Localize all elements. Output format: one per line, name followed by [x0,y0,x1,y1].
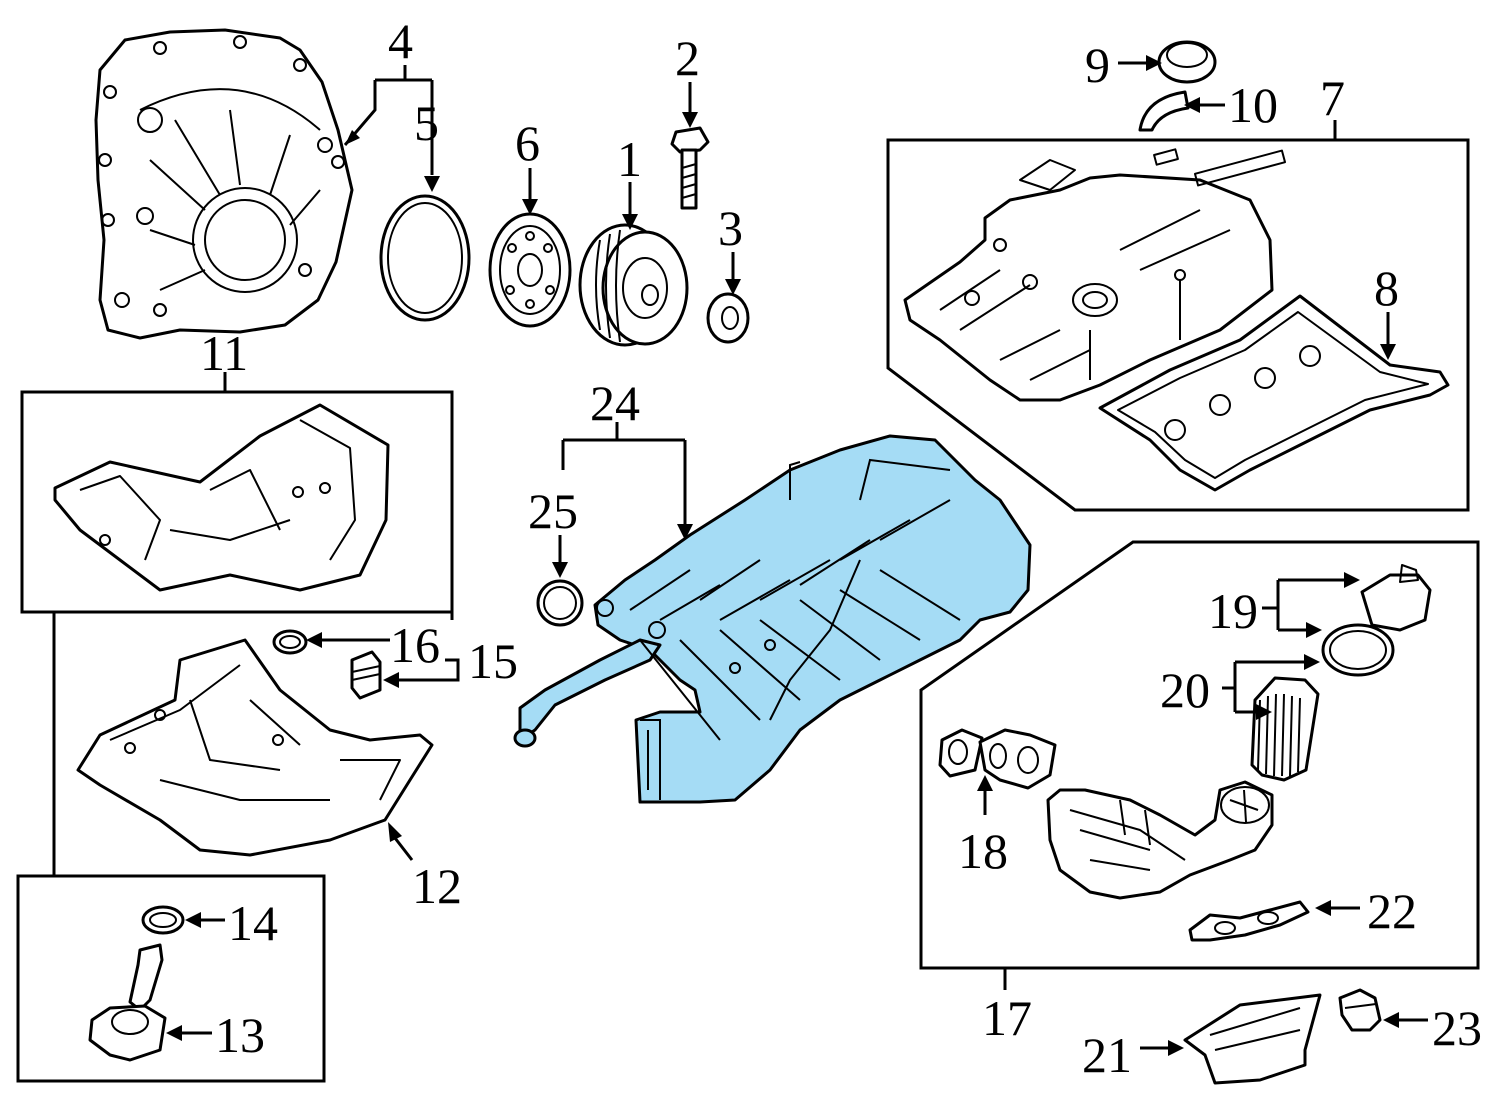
callout-17: 17 [982,990,1032,1046]
seal-icon-22 [1188,900,1310,942]
pulley-icon [578,223,689,347]
callout-9: 9 [1085,37,1110,93]
washer-icon [706,292,750,344]
valve-cover-icon [903,148,1287,402]
group-box-17 [919,540,1480,970]
callout-2: 2 [675,30,700,86]
oil-pan-icon-upper [53,403,390,592]
callout-14: 14 [228,895,278,951]
filter-housing-icon [1046,780,1274,900]
callout-11: 11 [200,325,248,381]
cap-icon [1157,40,1217,84]
seal-icon [1138,90,1190,132]
group-box-7 [886,138,1470,512]
group-box-11 [20,390,454,614]
oil-filter-icon [1250,676,1320,782]
washer-icon-16 [272,629,308,655]
callout-20: 20 [1160,662,1210,718]
intake-manifold-icon [513,434,1032,804]
bolt-icon [670,126,710,210]
callout-15: 15 [468,633,518,689]
callout-25: 25 [528,483,578,539]
switch-icon [1338,988,1382,1032]
drain-plug-icon [350,650,382,700]
callout-10: 10 [1228,77,1278,133]
o-ring-icon-14 [141,905,185,935]
callout-13: 13 [215,1007,265,1063]
seal-ring-icon [379,194,471,322]
callout-18: 18 [958,823,1008,879]
callout-22: 22 [1367,883,1417,939]
callout-4: 4 [388,13,413,69]
o-ring-icon-25 [536,579,584,627]
callout-23: 23 [1432,1000,1482,1056]
timing-cover-icon [94,28,354,340]
damper-icon [488,212,572,328]
o-ring-icon-19 [1321,623,1395,677]
callout-16: 16 [390,617,440,673]
callout-3: 3 [718,200,743,256]
callout-19: 19 [1208,583,1258,639]
callout-21: 21 [1082,1027,1132,1083]
callout-8: 8 [1374,260,1399,316]
oil-pan-icon-lower [76,638,434,857]
callout-24: 24 [590,375,640,431]
callout-5: 5 [414,95,439,151]
sensor-icon [88,943,167,1062]
leader-lines [166,55,1428,1056]
shield-icon [1183,993,1322,1085]
filter-cap-icon [1360,564,1432,632]
gasket-icon-18 [938,728,1057,790]
gasket-icon [1098,294,1450,492]
callout-12: 12 [412,858,462,914]
callout-7: 7 [1320,70,1345,126]
callout-1: 1 [617,131,642,187]
callout-6: 6 [515,115,540,171]
group-box-13 [16,874,326,1083]
